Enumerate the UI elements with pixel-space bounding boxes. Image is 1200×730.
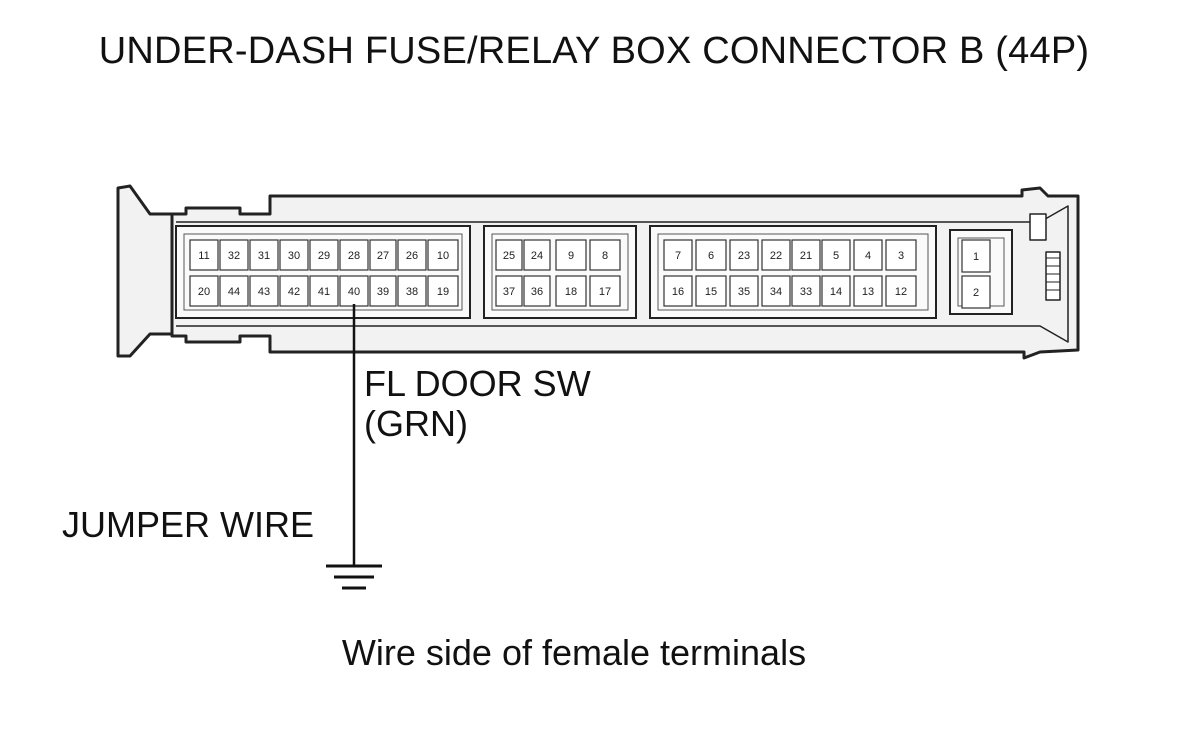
terminal-number-4: 4	[865, 250, 871, 262]
terminal-cell-13	[853, 275, 883, 307]
terminal-number-26: 26	[406, 250, 418, 262]
terminal-cell-44	[219, 275, 249, 307]
terminal-number-19: 19	[437, 286, 449, 298]
terminal-cell-10	[427, 239, 459, 271]
terminal-number-41: 41	[318, 286, 330, 298]
terminal-number-6: 6	[708, 250, 714, 262]
wire-label: FL DOOR SW (GRN)	[364, 364, 591, 444]
terminal-number-27: 27	[377, 250, 389, 262]
terminal-cell-27	[369, 239, 397, 271]
terminal-cell-16	[663, 275, 693, 307]
terminal-number-34: 34	[770, 286, 782, 298]
pin-group-inner-border	[183, 233, 463, 311]
terminal-cell-34	[761, 275, 791, 307]
terminal-cell-15	[695, 275, 727, 307]
terminal-cell-36	[523, 275, 551, 307]
terminal-number-8: 8	[602, 250, 608, 262]
terminal-cell-42	[279, 275, 309, 307]
terminal-number-29: 29	[318, 250, 330, 262]
terminal-cell-11	[189, 239, 219, 271]
jumper-wire	[326, 304, 382, 590]
terminal-cell-2	[961, 275, 991, 309]
terminal-cell-31	[249, 239, 279, 271]
terminal-cell-25	[495, 239, 523, 271]
terminal-number-2: 2	[973, 287, 979, 299]
terminal-number-18: 18	[565, 286, 577, 298]
terminal-number-11: 11	[198, 250, 209, 262]
terminal-cell-32	[219, 239, 249, 271]
terminal-cell-23	[729, 239, 759, 271]
terminal-number-31: 31	[258, 250, 270, 262]
terminal-number-12: 12	[895, 286, 907, 298]
terminal-cell-17	[589, 275, 621, 307]
terminal-number-21: 21	[800, 250, 812, 262]
terminal-cell-7	[663, 239, 693, 271]
terminal-cell-12	[885, 275, 917, 307]
terminal-cell-5	[821, 239, 851, 271]
wire-label-color: (GRN)	[364, 403, 468, 444]
terminal-cell-26	[397, 239, 427, 271]
terminal-cell-41	[309, 275, 339, 307]
terminal-cell-4	[853, 239, 883, 271]
terminal-cell-33	[791, 275, 821, 307]
terminal-number-7: 7	[675, 250, 681, 262]
terminal-number-44: 44	[228, 286, 240, 298]
terminal-cell-43	[249, 275, 279, 307]
terminal-number-35: 35	[738, 286, 750, 298]
terminal-number-43: 43	[258, 286, 270, 298]
terminal-number-28: 28	[348, 250, 360, 262]
terminal-number-36: 36	[531, 286, 543, 298]
pin-group-inner-border	[491, 233, 629, 311]
terminal-cell-22	[761, 239, 791, 271]
terminal-cell-30	[279, 239, 309, 271]
terminal-cell-35	[729, 275, 759, 307]
terminal-cell-18	[555, 275, 587, 307]
terminal-number-22: 22	[770, 250, 782, 262]
jumper-wire-label: JUMPER WIRE	[62, 504, 314, 545]
terminal-number-20: 20	[198, 286, 210, 298]
terminal-number-10: 10	[437, 250, 449, 262]
terminal-number-24: 24	[531, 250, 543, 262]
terminal-number-17: 17	[599, 286, 611, 298]
terminal-number-39: 39	[377, 286, 389, 298]
footer-caption: Wire side of female terminals	[341, 632, 807, 673]
terminal-number-37: 37	[503, 286, 515, 298]
terminal-cell-29	[309, 239, 339, 271]
diagram-title: UNDER-DASH FUSE/RELAY BOX CONNECTOR B (4…	[98, 30, 1090, 72]
terminal-number-15: 15	[705, 286, 717, 298]
terminal-number-1: 1	[973, 251, 979, 263]
terminal-number-40: 40	[348, 286, 360, 298]
terminal-number-16: 16	[672, 286, 684, 298]
terminal-number-33: 33	[800, 286, 812, 298]
terminal-cell-37	[495, 275, 523, 307]
terminal-cell-9	[555, 239, 587, 271]
terminal-number-25: 25	[503, 250, 515, 262]
terminal-number-23: 23	[738, 250, 750, 262]
terminal-cell-3	[885, 239, 917, 271]
terminal-number-32: 32	[228, 250, 240, 262]
terminal-cell-38	[397, 275, 427, 307]
terminal-cell-21	[791, 239, 821, 271]
pin-group-inner-border	[657, 233, 929, 311]
terminal-number-5: 5	[833, 250, 839, 262]
terminal-cell-19	[427, 275, 459, 307]
terminal-cell-6	[695, 239, 727, 271]
terminal-cell-39	[369, 275, 397, 307]
terminal-cell-1	[961, 239, 991, 273]
terminal-cell-28	[339, 239, 369, 271]
terminal-number-3: 3	[898, 250, 904, 262]
wire-label-name: FL DOOR SW	[364, 363, 591, 404]
terminal-number-38: 38	[406, 286, 418, 298]
terminal-cell-24	[523, 239, 551, 271]
terminal-number-14: 14	[830, 286, 842, 298]
terminal-cell-20	[189, 275, 219, 307]
terminal-number-9: 9	[568, 250, 574, 262]
terminal-cell-8	[589, 239, 621, 271]
terminal-number-13: 13	[862, 286, 874, 298]
terminal-number-42: 42	[288, 286, 300, 298]
terminal-cell-14	[821, 275, 851, 307]
terminal-number-30: 30	[288, 250, 300, 262]
